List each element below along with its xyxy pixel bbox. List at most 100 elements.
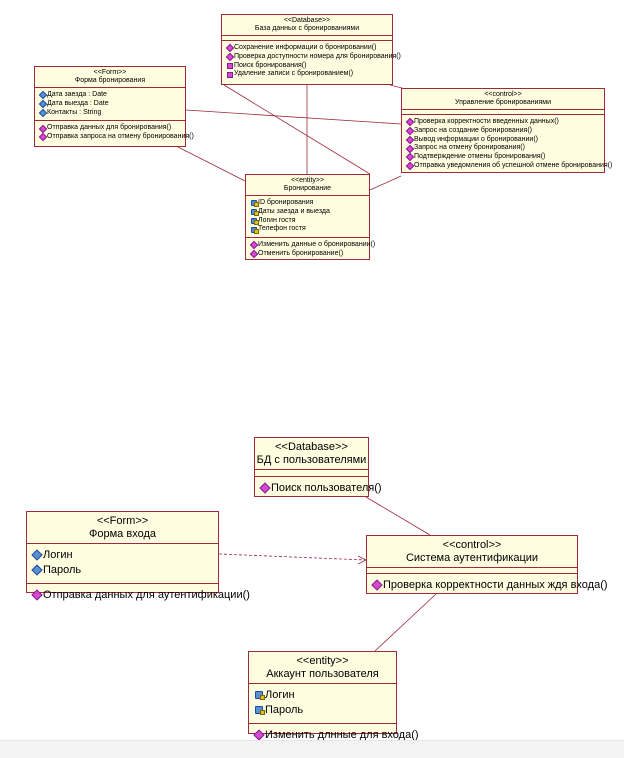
operations-compartment: Изменить длнные для входа() [249,724,419,748]
class-header: <<control>> Управление бронированиями [402,89,604,111]
operation-item: Запрос на отмену бронирования() [402,144,604,153]
class-auth-control[interactable]: <<control>> Система аутентификации Прове… [366,535,608,594]
class-name: Система аутентификации [405,551,539,564]
operations-compartment: Проверка корректности данных ждя входа() [367,574,608,598]
class-user-account[interactable]: <<entity>> Аккаунт пользователя Логин Па… [248,651,419,741]
operation-item: Проверка корректности введенных данных() [402,118,604,127]
assoc-form-entity [177,146,246,182]
key-attribute-icon [251,200,259,208]
operation-item: Проверка корректности данных ждя входа() [367,578,608,592]
operation-item: Отменить бронирование() [246,250,369,259]
operation-icon [225,52,235,62]
stereotype: <<Form>> [93,69,127,76]
class-header: <<control>> Система аутентификации [367,536,577,569]
class-name: Форма входа [89,527,156,540]
class-booking-control[interactable]: <<control>> Управление бронированиями Пр… [401,88,612,174]
operation-icon [225,44,235,53]
attribute-item: Контакты : String [35,109,185,118]
attribute-item: Даты заезда и выезда [246,208,369,217]
operation-icon [405,118,415,127]
attributes-compartment: ID бронирования Даты заезда и выезда Лог… [246,196,369,239]
attribute-item: Дата выезда : Date [35,100,185,109]
operation-item: Сохранение информации о бронировании() [222,44,392,53]
dependency-form2-control2 [218,553,367,561]
class-header: <<entity>> Бронирование [246,175,369,197]
operation-icon [259,482,271,495]
operation-icon [38,124,48,133]
stereotype: <<Form>> [96,515,149,527]
attribute-item: Пароль [249,703,396,717]
stereotype: <<control>> [442,539,502,551]
operation-item: Отправка данных для аутентификации() [27,588,250,602]
attribute-icon [31,564,43,576]
attribute-item: Пароль [27,563,218,577]
attribute-icon [38,91,48,100]
assoc-db-entity-diag [223,84,371,175]
class-booking-form[interactable]: <<Form>> Форма бронирования Дата заезда … [34,66,194,147]
attributes-compartment [367,568,577,575]
operation-item: Удаление записи с бронированием() [222,70,392,79]
attribute-item: Телефон гостя [246,225,369,234]
attribute-item: Дата заезда : Date [35,91,185,100]
key-attribute-icon [251,209,259,217]
class-booking-entity[interactable]: <<entity>> Бронирование ID бронирования … [245,174,375,262]
operations-compartment: Отправка данных для аутентификации() [27,584,250,608]
attribute-item: Логин [27,548,218,562]
attributes-compartment: Логин Пароль [249,684,396,724]
class-name: База данных с бронированиями [254,25,360,33]
operation-icon [405,126,415,136]
bottom-band [0,740,624,758]
stereotype: <<Database>> [283,17,331,24]
operations-compartment: Сохранение информации о бронировании() П… [222,41,401,82]
attributes-compartment [402,110,604,116]
attributes-compartment: Логин Пароль [27,544,218,584]
class-header: <<Database>> БД с пользователями [255,438,368,471]
operation-item: Поиск бронирования() [222,62,392,71]
attribute-item: Логин [249,688,396,702]
key-attribute-icon [251,226,259,234]
class-header: <<Form>> Форма бронирования [35,67,185,89]
assoc-form-control [185,109,402,125]
operation-icon [405,153,415,162]
operation-icon [405,135,415,145]
attribute-icon [31,549,43,562]
operation-item: Отправка уведомления об успешной отмене … [402,161,612,171]
class-header: <<entity>> Аккаунт пользователя [249,652,396,685]
attributes-compartment [222,36,392,42]
attribute-icon [38,99,48,109]
class-users-database[interactable]: <<Database>> БД с пользователями Поиск п… [254,437,382,497]
operation-icon [253,729,265,741]
operation-item: Вывод информации о бронировании() [402,136,604,145]
class-name: Бронирование [283,185,332,193]
class-header: <<Form>> Форма входа [27,512,218,545]
stereotype: <<Database>> [275,441,348,453]
class-login-form[interactable]: <<Form>> Форма входа Логин Пароль Отправ… [26,511,250,601]
operation-icon [405,161,415,171]
operation-icon [405,144,415,153]
class-name: БД с пользователями [256,453,367,466]
operations-compartment: Изменить данные о бронировании() Отменит… [246,238,375,262]
operations-compartment: Поиск пользователя() [255,477,382,501]
assoc-control2-entity2 [374,593,437,652]
class-booking-database[interactable]: <<Database>> База данных с бронированиям… [221,14,401,85]
attributes-compartment: Дата заезда : Date Дата выезда : Date Ко… [35,88,185,122]
attribute-item: Логин гостя [246,217,369,226]
assoc-db2-control2 [365,496,431,536]
operation-icon [249,249,259,259]
key-attribute-icon [255,705,265,715]
stereotype: <<entity>> [290,177,325,184]
operation-item: Подтверждение отмены бронирования() [402,153,604,162]
key-attribute-icon [251,217,259,225]
attribute-item: ID бронирования [246,199,369,208]
operations-compartment: Проверка корректности введенных данных()… [402,115,612,174]
operation-item: Отправка запроса на отмену бронирования(… [35,133,194,142]
operation-icon [249,241,259,250]
database-operation-icon [227,62,233,69]
key-attribute-icon [255,691,265,701]
stereotype: <<entity>> [296,655,349,667]
operation-item: Отправка данных для бронирования() [35,124,185,133]
class-header: <<Database>> База данных с бронированиям… [222,15,392,37]
assoc-entity-control [369,175,402,191]
operation-icon [31,589,43,601]
